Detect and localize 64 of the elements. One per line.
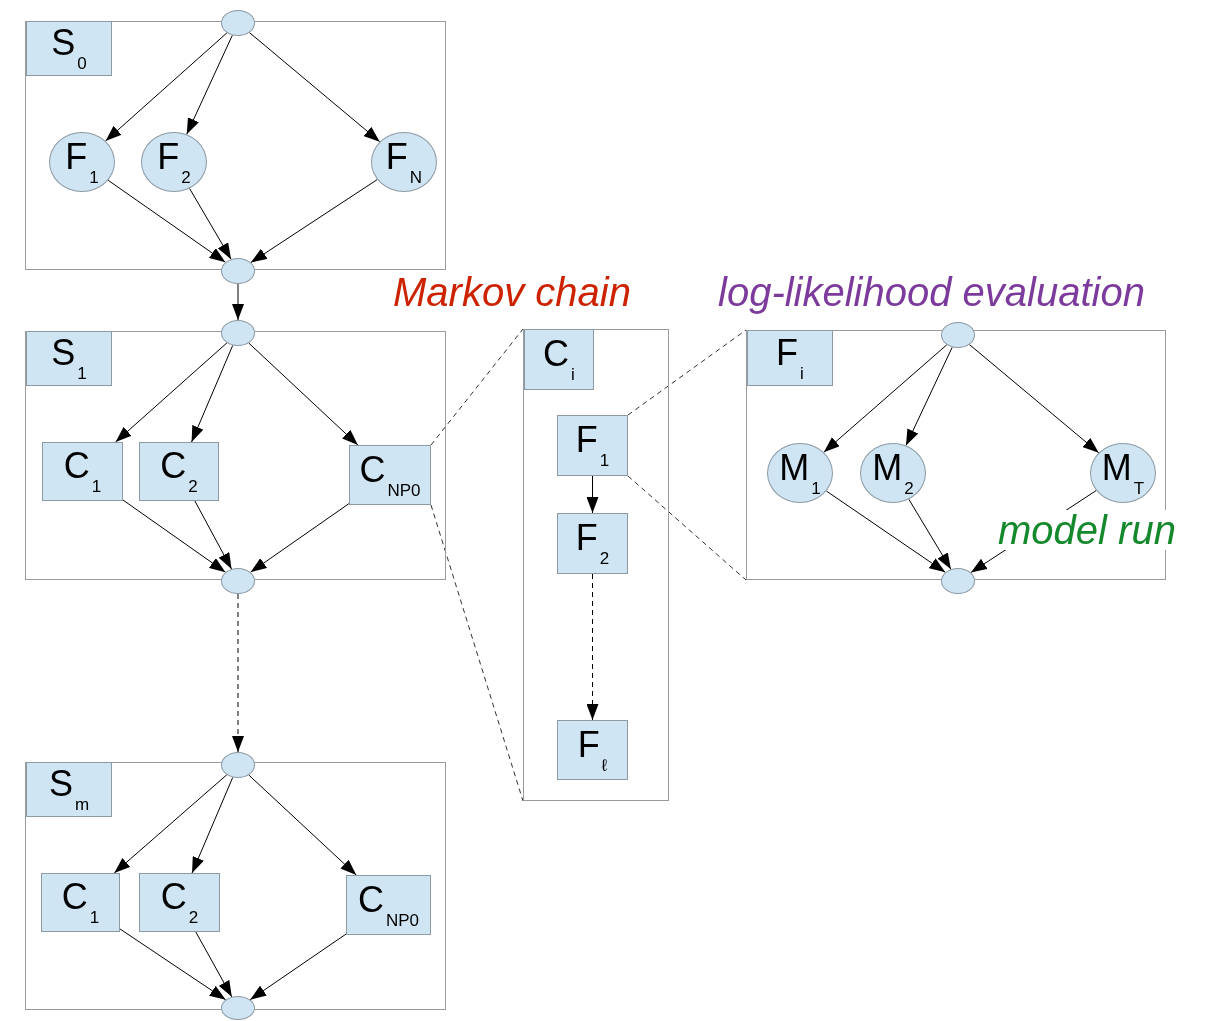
- junction-ellipse: [221, 752, 255, 778]
- zoom-line: [627, 475, 747, 581]
- arrow: [195, 931, 233, 998]
- process-ellipse: F$_{N}$: [371, 132, 437, 192]
- arrow: [191, 344, 234, 443]
- process-box: C$_{2}$: [139, 873, 220, 932]
- process-box: F$_{ℓ}$: [557, 720, 628, 780]
- arrow: [119, 928, 227, 1001]
- process-ellipse: M$_{2}$: [860, 443, 926, 503]
- arrow: [908, 498, 952, 570]
- junction-ellipse: [221, 10, 255, 36]
- zoom-line: [430, 328, 524, 446]
- arrow: [825, 490, 946, 573]
- process-box: C$_{NP0}$: [346, 875, 431, 935]
- process-box: F$_{1}$: [557, 415, 628, 476]
- group-panel: [523, 329, 669, 801]
- junction-ellipse: [221, 568, 255, 594]
- arrow: [232, 283, 244, 321]
- arrow: [249, 933, 347, 1001]
- arrow: [107, 179, 226, 263]
- process-box: C$_{1}$: [42, 442, 123, 501]
- junction-ellipse: [221, 996, 255, 1020]
- arrow: [823, 344, 948, 453]
- process-box: C$_{1}$: [41, 873, 120, 932]
- arrow: [905, 346, 953, 446]
- process-box: F$_{2}$: [557, 513, 628, 574]
- process-ellipse: F$_{1}$: [49, 132, 115, 192]
- arrow: [189, 187, 232, 260]
- zoom-line: [430, 504, 524, 802]
- annotation-text: model run: [998, 510, 1176, 550]
- arrow: [113, 774, 228, 874]
- stage-label: S$_{m}$: [26, 762, 112, 817]
- arrow: [586, 573, 599, 721]
- zoom-line: [627, 329, 747, 416]
- junction-ellipse: [221, 320, 255, 346]
- group-panel: [25, 21, 446, 270]
- process-ellipse: M$_{T}$: [1090, 443, 1156, 503]
- arrow: [186, 34, 233, 135]
- process-box: C$_{2}$: [139, 442, 219, 501]
- group-panel: [25, 331, 446, 580]
- stage-label: F$_{i}$: [747, 330, 833, 386]
- process-ellipse: M$_{1}$: [767, 443, 833, 503]
- arrow: [586, 475, 599, 514]
- arrow: [115, 342, 228, 443]
- arrow: [105, 32, 228, 142]
- stage-label: S$_{1}$: [26, 331, 112, 386]
- process-ellipse: F$_{2}$: [141, 132, 207, 192]
- junction-ellipse: [941, 568, 975, 594]
- arrow: [250, 179, 378, 264]
- arrow: [194, 500, 232, 570]
- junction-ellipse: [941, 322, 975, 348]
- arrow: [191, 776, 234, 874]
- arrow: [248, 342, 359, 446]
- arrow: [248, 774, 357, 876]
- stage-label: S$_{0}$: [26, 21, 112, 76]
- group-panel: [25, 762, 446, 1010]
- arrow: [248, 32, 381, 143]
- arrow: [250, 503, 350, 573]
- arrow: [122, 499, 226, 573]
- junction-ellipse: [221, 258, 255, 284]
- process-box: C$_{NP0}$: [349, 445, 431, 505]
- arrow: [232, 593, 244, 753]
- stage-label: C$_{i}$: [524, 329, 594, 390]
- arrow: [968, 344, 1100, 454]
